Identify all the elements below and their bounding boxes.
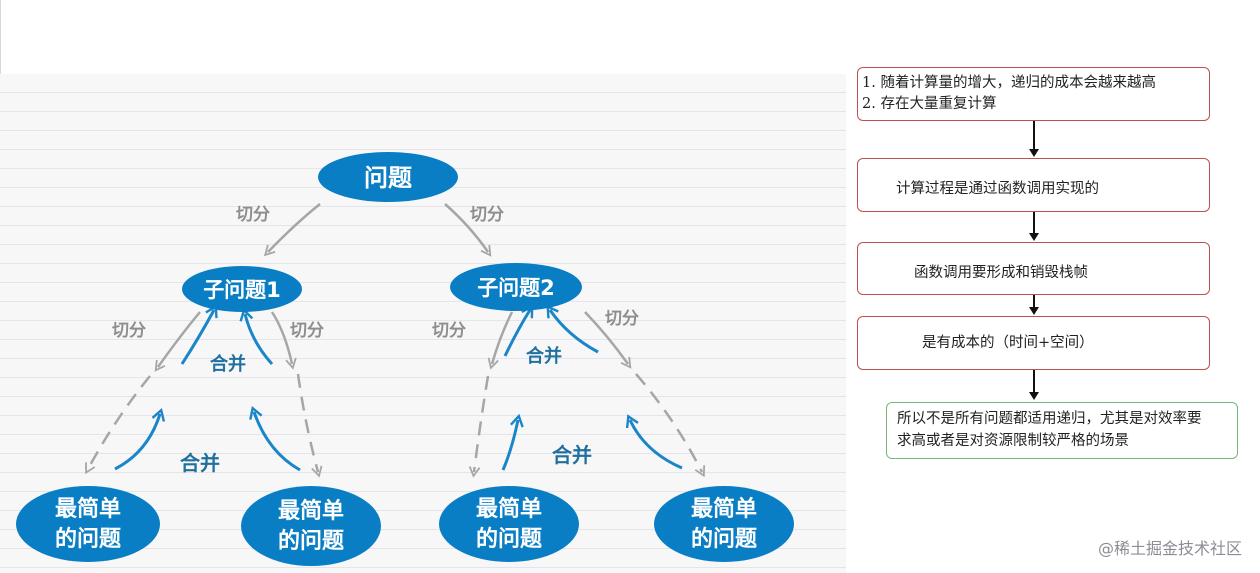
flow-arrow-down	[1030, 295, 1038, 315]
subproblem-label: 子问题1	[203, 278, 281, 302]
merge-arrow	[114, 414, 160, 471]
split-arrow	[584, 311, 632, 369]
split-arrow	[85, 375, 151, 475]
flow-box-function-calls: 计算过程是通过函数调用实现的	[857, 158, 1210, 212]
merge-label: 合并	[180, 451, 220, 475]
tree-svg: 切分 切分 切分 切分 切分 切分 合并 合并 合并 合并 问题 子问题1 子问…	[16, 152, 794, 566]
merge-label: 合并	[210, 353, 246, 375]
flow-box-text-line: 计算过程是通过函数调用实现的	[896, 181, 1099, 197]
merge-arrow	[501, 420, 518, 471]
leaf-node: 最简单 的问题	[654, 486, 794, 562]
split-label: 切分	[112, 321, 146, 341]
merge-arrow	[245, 314, 274, 366]
merge-arrow	[630, 420, 683, 470]
split-label: 切分	[290, 321, 324, 341]
flow-box-stack-frames: 函数调用要形成和销毁栈帧	[857, 242, 1210, 295]
flow-arrow-down	[1030, 212, 1038, 241]
split-label: 切分	[470, 205, 504, 225]
split-arrow	[468, 375, 490, 478]
merge-arrow	[503, 310, 530, 357]
merge-arrow	[180, 310, 214, 365]
leaf-label-line2: 的问题	[691, 526, 758, 552]
leaf-label-line2: 的问题	[476, 526, 543, 552]
split-arrow	[296, 373, 323, 478]
flow-arrow-down	[1030, 121, 1038, 157]
leaf-label-line1: 最简单	[476, 496, 542, 522]
page-edge-rule	[0, 0, 1, 74]
split-label: 切分	[432, 321, 466, 341]
leaf-node: 最简单 的问题	[241, 486, 381, 566]
split-arrow	[270, 311, 297, 370]
split-arrow	[263, 203, 321, 257]
flow-arrow-down	[1030, 370, 1038, 400]
flow-box-text-line: 1. 随着计算量的增大，递归的成本会越来越高	[862, 75, 1156, 91]
split-arrow	[444, 203, 492, 257]
merge-arrow	[254, 412, 301, 472]
flow-box-cost-reasons: 1. 随着计算量的增大，递归的成本会越来越高 2. 存在大量重复计算	[857, 67, 1210, 121]
split-label: 切分	[236, 205, 270, 225]
merge-label: 合并	[552, 443, 592, 467]
root-node-label: 问题	[364, 164, 412, 192]
leaf-label-line2: 的问题	[55, 526, 122, 552]
split-arrow	[487, 311, 514, 370]
flow-box-text-line: 函数调用要形成和销毁栈帧	[914, 265, 1088, 281]
split-arrow	[635, 373, 706, 478]
split-arrow	[154, 311, 201, 372]
recursion-tree-diagram: 切分 切分 切分 切分 切分 切分 合并 合并 合并 合并 问题 子问题1 子问…	[0, 74, 846, 573]
flow-box-text-line: 求高或者是对资源限制较严格的场景	[897, 433, 1129, 449]
leaf-node: 最简单 的问题	[16, 486, 160, 562]
flow-box-text-line: 是有成本的（时间+空间）	[922, 335, 1094, 351]
leaf-label-line1: 最简单	[55, 496, 121, 522]
subproblem-label: 子问题2	[477, 276, 555, 300]
watermark: @稀土掘金技术社区	[1097, 539, 1242, 558]
subproblem-node-2: 子问题2	[450, 263, 582, 311]
flow-box-cost: 是有成本的（时间+空间）	[857, 316, 1210, 370]
leaf-label-line2: 的问题	[278, 528, 345, 554]
leaf-node: 最简单 的问题	[439, 486, 579, 562]
flow-box-text-line: 所以不是所有问题都适用递归，尤其是对效率要	[897, 411, 1202, 427]
root-node: 问题	[318, 152, 458, 202]
merge-label: 合并	[526, 345, 562, 367]
split-label: 切分	[605, 309, 639, 329]
leaf-label-line1: 最简单	[691, 496, 757, 522]
leaf-label-line1: 最简单	[278, 498, 344, 524]
subproblem-node-1: 子问题1	[182, 266, 302, 312]
flow-box-conclusion: 所以不是所有问题都适用递归，尤其是对效率要 求高或者是对资源限制较严格的场景	[886, 402, 1238, 459]
flow-box-text-line: 2. 存在大量重复计算	[862, 96, 997, 112]
merge-arrow	[550, 310, 599, 354]
